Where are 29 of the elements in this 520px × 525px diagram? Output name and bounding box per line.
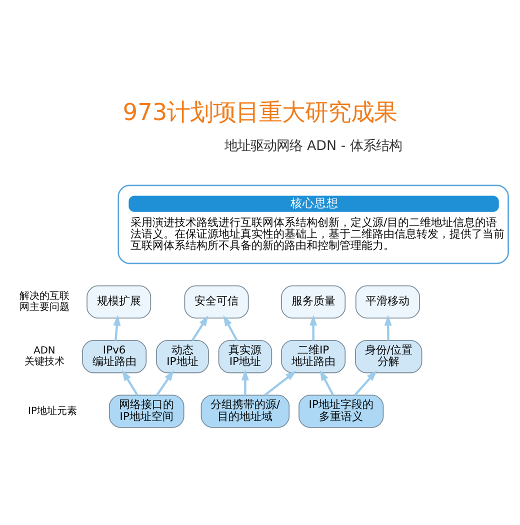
node-box: 分组携带的源/目的地址域 [200,394,290,428]
node-box: 规模扩展 [86,285,152,319]
node-box: 服务质量 [281,285,346,319]
arrow [310,314,318,340]
arrow [191,315,208,342]
label: 地址驱动网络 ADN - 体系结构 [224,139,402,154]
arrow [223,315,238,341]
label: IP地址元素 [28,406,77,417]
arrow [320,370,334,396]
node-box: 网络接口的 IP地址空间 [108,394,184,428]
label: 解决的互联网主要问题 [19,291,70,313]
node-box: IPv6 编址路由 [82,340,147,374]
arrow [264,370,296,396]
node-box: 身份/位置分解 [355,340,422,374]
diagram-title: 973计划项目重大研究成果 [122,98,398,126]
arrow [122,370,138,396]
label: ADN 关键技术 [24,346,64,368]
node-box: 真实源 IP地址 [218,340,272,374]
node-box: 安全可信 [184,285,249,319]
node-box: 二维IP 地址路由 [281,340,346,374]
node-box: 动态 IP地址 [156,340,209,374]
node-box: 核心思想 采用演进技术路线进行互联网体系结构创新，定义源/目的二维地址信息的语法语义。在保证源地址真实性的基础上，基于二维路由信息转发，提供了当前互联网体系结构所不具备的新的路由和控制管理能力。 [118,184,509,264]
arrow [156,370,174,396]
node-box: 平滑移动 [355,285,420,319]
arrow [241,370,249,396]
arrow [384,314,392,340]
arrow [113,314,121,340]
arrow [354,370,377,396]
node-box: IP地址字段的多重语义 [298,394,384,428]
